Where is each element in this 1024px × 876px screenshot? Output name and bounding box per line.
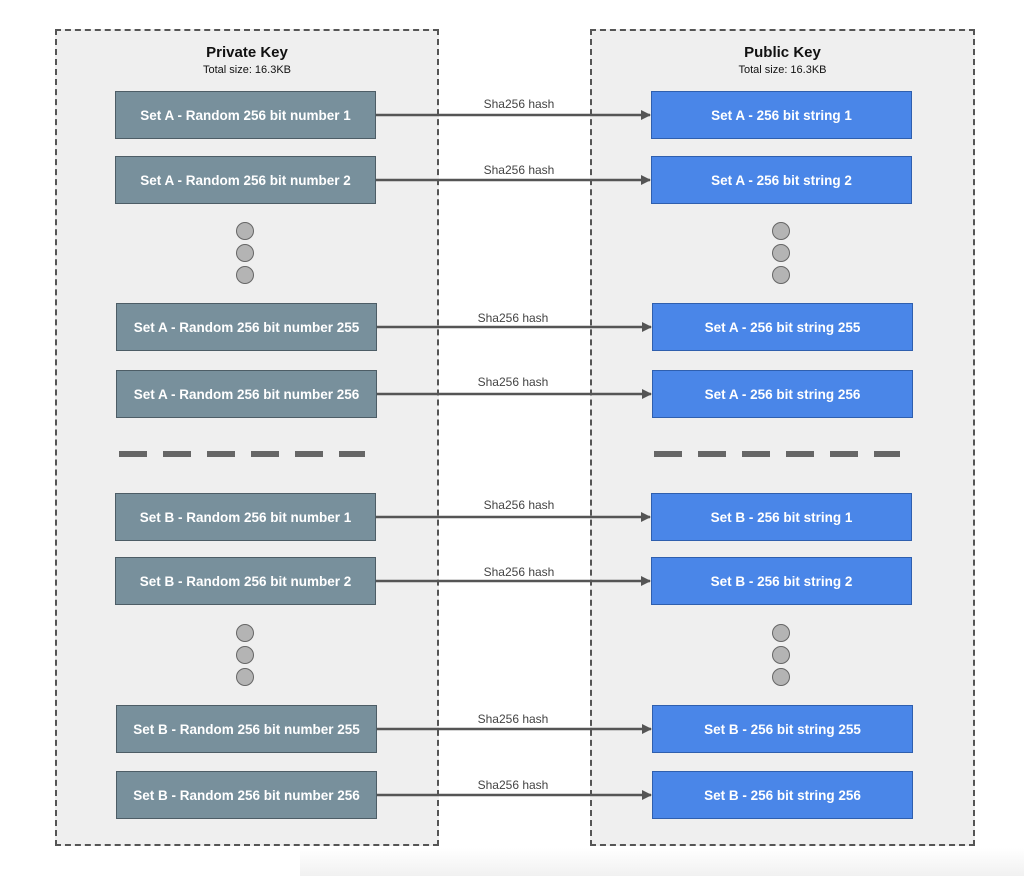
edge-label-a-256: Sha256 hash xyxy=(477,375,549,389)
public-set-b-item-1: Set B - 256 bit string 1 xyxy=(651,493,912,541)
ellipsis-dot xyxy=(236,646,254,664)
set-separator-dash xyxy=(295,451,323,457)
public-set-a-item-1: Set A - 256 bit string 1 xyxy=(651,91,912,139)
set-separator-dash xyxy=(207,451,235,457)
public-set-b-item-255: Set B - 256 bit string 255 xyxy=(652,705,913,753)
edge-label-a-1: Sha256 hash xyxy=(483,97,555,111)
public-set-a-item-255: Set A - 256 bit string 255 xyxy=(652,303,913,351)
edge-label-b-2: Sha256 hash xyxy=(483,565,555,579)
private-set-a-item-256: Set A - Random 256 bit number 256 xyxy=(116,370,377,418)
set-separator-dash xyxy=(654,451,682,457)
ellipsis-dot xyxy=(772,646,790,664)
ellipsis-dot xyxy=(236,266,254,284)
private-key-size: Total size: 16.3KB xyxy=(202,64,292,76)
public-set-a-item-2: Set A - 256 bit string 2 xyxy=(651,156,912,204)
public-key-size: Total size: 16.3KB xyxy=(738,64,827,76)
edge-label-b-255: Sha256 hash xyxy=(477,712,549,726)
public-key-title: Public Key xyxy=(744,44,821,61)
ellipsis-dot xyxy=(772,222,790,240)
ellipsis-dot xyxy=(772,266,790,284)
ellipsis-dot xyxy=(236,222,254,240)
ellipsis-dot xyxy=(772,624,790,642)
bottom-shade xyxy=(300,848,1024,876)
ellipsis-dot xyxy=(772,668,790,686)
set-separator-dash xyxy=(742,451,770,457)
public-set-b-item-256: Set B - 256 bit string 256 xyxy=(652,771,913,819)
private-set-b-item-256: Set B - Random 256 bit number 256 xyxy=(116,771,377,819)
ellipsis-dot xyxy=(236,624,254,642)
private-set-b-item-2: Set B - Random 256 bit number 2 xyxy=(115,557,376,605)
ellipsis-dot xyxy=(772,244,790,262)
private-set-b-item-255: Set B - Random 256 bit number 255 xyxy=(116,705,377,753)
set-separator-dash xyxy=(251,451,279,457)
private-set-a-item-2: Set A - Random 256 bit number 2 xyxy=(115,156,376,204)
ellipsis-dot xyxy=(236,244,254,262)
set-separator-dash xyxy=(874,451,900,457)
ellipsis-dot xyxy=(236,668,254,686)
private-set-a-item-1: Set A - Random 256 bit number 1 xyxy=(115,91,376,139)
public-set-b-item-2: Set B - 256 bit string 2 xyxy=(651,557,912,605)
set-separator-dash xyxy=(698,451,726,457)
set-separator-dash xyxy=(339,451,365,457)
set-separator-dash xyxy=(119,451,147,457)
edge-label-a-2: Sha256 hash xyxy=(483,163,555,177)
set-separator-dash xyxy=(163,451,191,457)
public-set-a-item-256: Set A - 256 bit string 256 xyxy=(652,370,913,418)
private-set-b-item-1: Set B - Random 256 bit number 1 xyxy=(115,493,376,541)
edge-label-a-255: Sha256 hash xyxy=(477,311,549,325)
set-separator-dash xyxy=(786,451,814,457)
private-set-a-item-255: Set A - Random 256 bit number 255 xyxy=(116,303,377,351)
edge-label-b-1: Sha256 hash xyxy=(483,498,555,512)
set-separator-dash xyxy=(830,451,858,457)
edge-label-b-256: Sha256 hash xyxy=(477,778,549,792)
private-key-title: Private Key xyxy=(206,44,288,61)
